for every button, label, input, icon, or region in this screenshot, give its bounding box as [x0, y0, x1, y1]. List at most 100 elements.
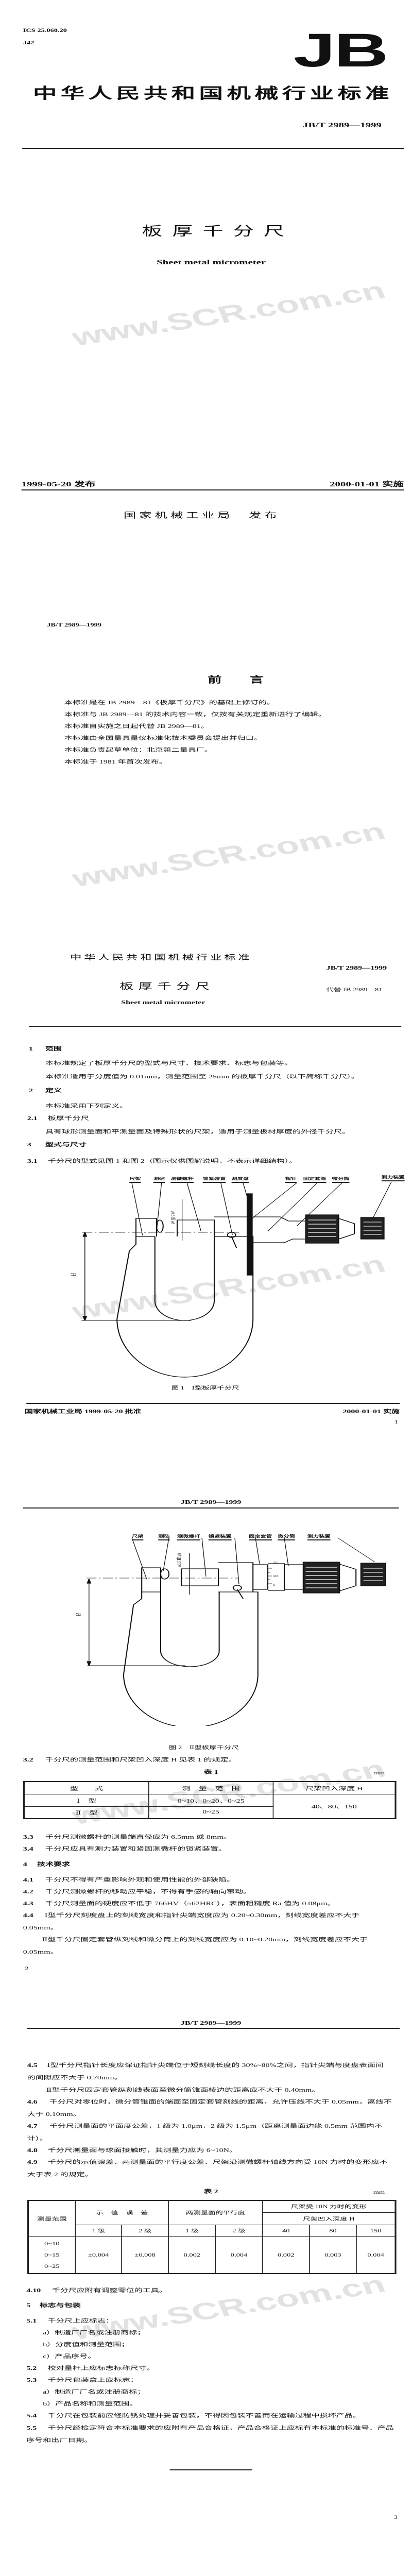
paragraph: Ⅰ型千分尺指针长度应保证指针尖端位于短刻线长度的 30%~80%之间，指针尖端与… — [47, 2063, 384, 2069]
section-title: 定义 — [45, 1088, 62, 1094]
range-value: 0~25 — [44, 2263, 60, 2269]
figure-label: 固定套管 — [249, 1534, 272, 1540]
paragraph: 本标准采用下列定义。 — [45, 1104, 128, 1109]
table-cell: 0~25 — [148, 1806, 274, 1819]
table-cell-ranges: 0~10 0~15 0~25 — [27, 2236, 76, 2274]
clause-number: 3.2 — [23, 1757, 33, 1763]
scale-mark: 15 — [272, 1562, 278, 1565]
clause-number: 4.4 — [23, 1913, 33, 1919]
paragraph: 千分尺应具有测力装置和紧固测微杆的锁紧装置。 — [45, 1846, 227, 1852]
cover-std-number: JB/T 2989—1999 — [303, 121, 382, 129]
running-header: JB/T 2989—1999 — [47, 622, 101, 628]
cover-doc-title: 板厚千分尺 — [142, 224, 295, 239]
clause-number: 4.1 — [23, 1877, 33, 1883]
class-code: J42 — [23, 40, 35, 45]
foreword-paragraph: 本标准与 JB 2989—81 的技术内容一致，仅按有关规定重新进行了编辑。 — [64, 712, 327, 718]
figure-label: 测度盘 — [231, 1176, 249, 1183]
clause-number: 5.3 — [26, 2378, 37, 2383]
clause-number: 4.7 — [27, 2124, 38, 2129]
paragraph: 千分尺不得有严重影响外观和使用性能的外部缺陷。 — [45, 1877, 235, 1883]
figure-label: 测力装置 — [307, 1534, 331, 1540]
issuing-authority: 国家机械工业局 发布 — [124, 512, 281, 520]
table-header: 尺架凹入深度 H — [272, 1781, 396, 1794]
issue-date: 1999-05-20 发布 — [21, 480, 96, 488]
paragraph: Ⅱ型千分尺固定套管纵刻线和微分筒上的刻线宽度应为 0.10~0.20mm，刻线宽… — [42, 1937, 368, 1943]
ics-code: ICS 25.060.20 — [23, 28, 67, 33]
table-header: 40 — [262, 2224, 310, 2237]
end-rule — [169, 2469, 252, 2470]
paragraph-continued: 0.05mm。 — [23, 1950, 59, 1955]
table-header: 尺架受 10N 力时的变形 — [262, 2200, 396, 2213]
table-cell: 0.004 — [356, 2236, 396, 2274]
list-item: c）产品序号。 — [43, 2354, 96, 2360]
figure-label: 尺架 — [132, 1534, 144, 1540]
table-cell: 0~10、0~20、0~25 — [148, 1793, 274, 1807]
figure-label: 测微螺杆 — [177, 1534, 200, 1540]
paragraph-continued: 大于表 2 的规定。 — [27, 2172, 93, 2178]
range-value: 0~10 — [44, 2241, 60, 2246]
clause-number: 3.4 — [23, 1846, 33, 1852]
dimension-h-label: H — [70, 1273, 78, 1276]
clause-title: 板厚千分尺 — [47, 1116, 89, 1122]
table-cell: ±0.008 — [121, 2236, 169, 2274]
figure-label: 锁紧装置 — [202, 1176, 226, 1183]
table-cell: ±0.004 — [75, 2236, 122, 2274]
divider — [27, 2028, 400, 2029]
list-item: b）产品名称和测量范围。 — [43, 2401, 138, 2407]
table-cell: 40、80、150 — [272, 1793, 396, 1819]
table-header: 两测量面的平行度 — [168, 2200, 263, 2225]
table-title: 表 2 — [203, 2189, 218, 2195]
divider — [23, 1507, 399, 1509]
table-1: 型 式 测 量 范 围 尺架凹入深度 H Ⅰ 型 0~10、0~20、0~25 … — [23, 1781, 397, 1819]
table-title: 表 1 — [203, 1770, 218, 1775]
clause-number: 3.1 — [27, 1159, 38, 1164]
paragraph: 千分尺经检定符合本标准要求的应附有产品合格证，产品合格证上应标有本标准的标准号、… — [47, 2426, 394, 2431]
table-header: 80 — [308, 2224, 357, 2237]
footer-implementation: 2000-01-01 实施 — [342, 1409, 400, 1415]
watermark: www.SCR.com.cn — [67, 277, 390, 351]
micrometer-type1-drawing — [81, 1181, 392, 1378]
foreword-title: 前 言 — [208, 675, 264, 685]
clause-number: 4.3 — [23, 1901, 33, 1907]
section-title: 范围 — [45, 1046, 62, 1052]
table-header: 尺架凹入深度 H — [262, 2212, 396, 2225]
list-item: b）分度值和测量范围； — [43, 2342, 130, 2348]
table-2: 测量范围 示 值 误 差 两测量面的平行度 尺架受 10N 力时的变形 尺架凹入… — [27, 2200, 397, 2274]
clause-number: 5.2 — [26, 2366, 37, 2371]
paragraph: Ⅰ型千分尺刻度盘上的刻线宽度和指针尖端宽度应为 0.20~0.30mm，刻线宽度… — [44, 1913, 360, 1919]
foreword-paragraph: 本标准自实施之日起代替 JB 2989—81。 — [64, 724, 209, 730]
figure-caption: 图 2 Ⅱ型板厚千分尺 — [169, 1745, 239, 1750]
doc-title-en: Sheet metal micrometer — [121, 1000, 205, 1006]
figure-label: 测力装置 — [381, 1175, 405, 1181]
scale-mark: 10 — [272, 1575, 278, 1578]
figure-label: 微分筒 — [278, 1534, 295, 1540]
paragraph: 本标准规定了板厚千分尺的型式与尺寸、技术要求、标志与包装等。 — [45, 1061, 293, 1066]
table-header: 2 级 — [215, 2224, 263, 2237]
paragraph-continued: 计）。 — [27, 2136, 48, 2142]
section-number: 4 — [23, 1862, 27, 1868]
table-cell: 0.003 — [308, 2236, 357, 2274]
paragraph: Ⅱ型千分尺固定套管纵刻线表面至微分筒锥面棱边的距离应不大于 0.40mm。 — [46, 2088, 320, 2093]
page-number: 1 — [394, 1419, 398, 1425]
clause-number: 5.1 — [26, 2318, 37, 2324]
cover-doc-title-en: Sheet metal micrometer — [157, 258, 266, 266]
running-header: JB/T 2989—1999 — [180, 2021, 242, 2026]
paragraph: 千分尺的示值误差、两测量面的平行度公差、尺架沿测微螺杆轴线方向受 10N 力时的… — [47, 2160, 388, 2165]
paragraph: 具有球形测量面和平测量面及特殊形状的尺架，适用于测量板材厚度的外径千分尺。 — [45, 1129, 350, 1135]
table-header: 示 值 误 差 — [75, 2200, 169, 2225]
paragraph: 千分尺测量面的硬度应不低于 766HV（≈62HRC），表面粗糙度 Ra 值为 … — [45, 1901, 336, 1907]
section-number: 3 — [27, 1142, 31, 1148]
org-title: 中华人民共和国机械行业标准 — [70, 954, 252, 962]
depth-label: 尺架凹入深度 H — [303, 2216, 355, 2222]
list-item: a）制造厂厂名或注册商标； — [43, 2330, 146, 2336]
divider — [21, 489, 404, 490]
clause-number: 4.6 — [27, 2099, 38, 2105]
paragraph: 千分尺的型式见图 1 和图 2（图示仅供图解说明，不表示详细结构）。 — [47, 1159, 297, 1164]
std-number: JB/T 2989—1999 — [326, 965, 387, 971]
table-cell: 0.002 — [262, 2236, 310, 2274]
page-number: 2 — [25, 1966, 29, 1971]
paragraph: 本标准适用于分度值为 0.01mm，测量范围至 25mm 的板厚千分尺（以下简称… — [45, 1074, 359, 1080]
clause-number: 4.8 — [27, 2148, 38, 2154]
table-header: 1 级 — [168, 2224, 216, 2237]
table-header: 测 量 范 围 — [148, 1781, 274, 1794]
